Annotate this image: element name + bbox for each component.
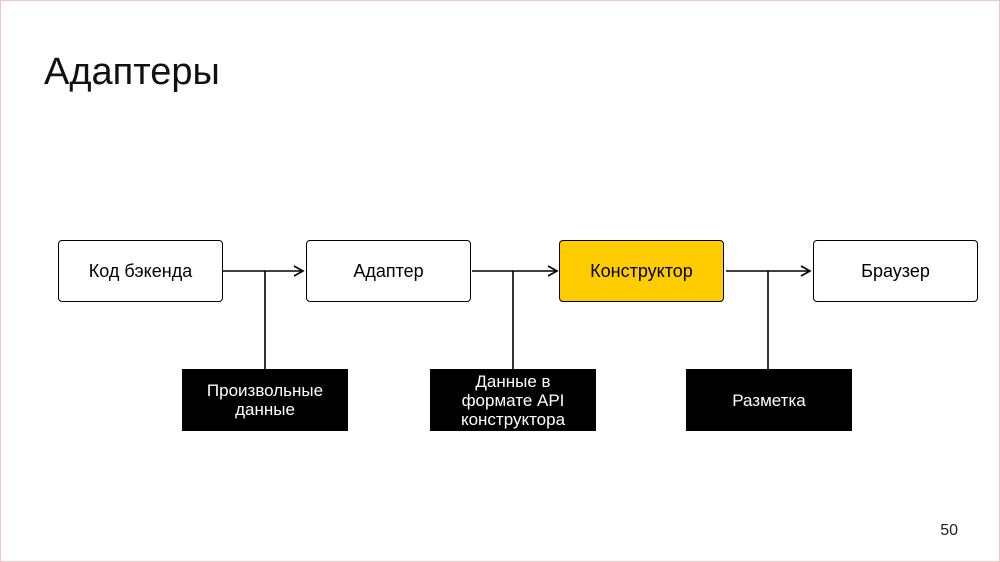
node-browser: Браузер xyxy=(813,240,978,302)
edge-label-markup: Разметка xyxy=(686,369,852,431)
node-adapter: Адаптер xyxy=(306,240,471,302)
edge-label-constructor-api-data: Данные в формате API конструктора xyxy=(430,369,596,431)
edge-label-arbitrary-data: Произвольные данные xyxy=(182,369,348,431)
page-number: 50 xyxy=(940,522,958,539)
node-constructor: Конструктор xyxy=(559,240,724,302)
node-backend-code: Код бэкенда xyxy=(58,240,223,302)
slide-title: Адаптеры xyxy=(44,51,220,93)
